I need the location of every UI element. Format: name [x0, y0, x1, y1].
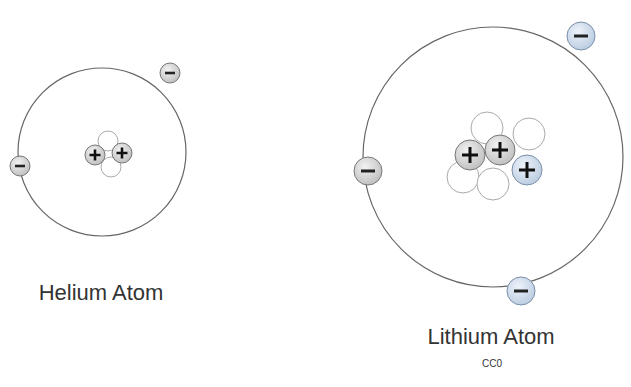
proton [455, 140, 485, 170]
neutron [477, 168, 509, 200]
electron [354, 157, 382, 185]
electron [567, 22, 595, 50]
license-mark: CC0 [482, 358, 502, 370]
electron-orbit [18, 68, 186, 236]
lithium-atom [354, 22, 623, 305]
electron-orbit [363, 27, 623, 287]
proton [85, 145, 105, 165]
electron [160, 63, 180, 83]
helium-atom [10, 63, 186, 236]
electron [507, 277, 535, 305]
proton [485, 135, 515, 165]
proton [112, 143, 132, 163]
neutron [513, 118, 545, 150]
electron [10, 156, 30, 176]
atom-caption: Lithium Atom [427, 324, 554, 350]
atom-caption: Helium Atom [39, 280, 164, 306]
proton [512, 155, 542, 185]
